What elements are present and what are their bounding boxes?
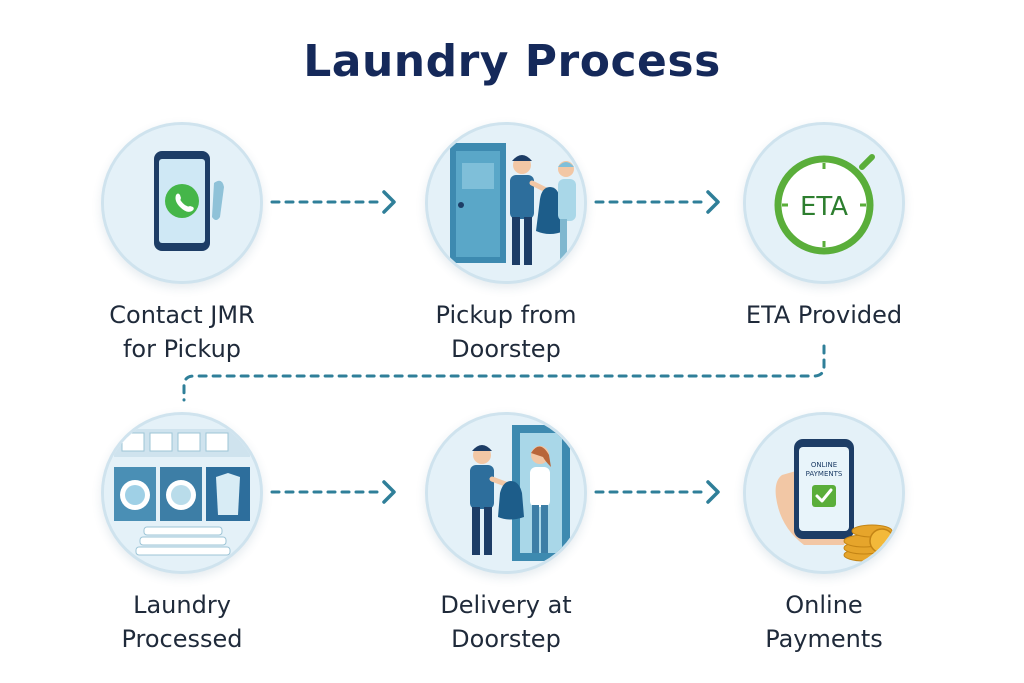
step-label: Laundry Processed xyxy=(121,591,243,653)
eta-clock-icon: ETA xyxy=(743,122,905,284)
payment-screen-line-2: PAYMENTS xyxy=(806,470,843,478)
step-pickup: Pickup from Doorstep xyxy=(386,122,626,366)
eta-badge-text: ETA xyxy=(800,192,848,222)
step-delivery: Delivery at Doorstep xyxy=(386,412,626,656)
phone-payment-icon: ONLINE PAYMENTS xyxy=(743,412,905,574)
pickup-courier-icon xyxy=(425,122,587,284)
step-payments: ONLINE PAYMENTS Online Payments xyxy=(704,412,944,656)
step-eta: ETA ETA Provided xyxy=(704,122,944,332)
payment-screen-line-1: ONLINE xyxy=(811,461,837,469)
delivery-courier-icon xyxy=(425,412,587,574)
step-contact: Contact JMR for Pickup xyxy=(62,122,302,366)
whatsapp-phone-icon xyxy=(101,122,263,284)
washing-machines-icon xyxy=(101,412,263,574)
step-label: Delivery at Doorstep xyxy=(440,591,572,653)
step-label: Online Payments xyxy=(765,591,883,653)
step-label: Pickup from Doorstep xyxy=(435,301,577,363)
page-title: Laundry Process xyxy=(303,36,721,87)
step-processed: Laundry Processed xyxy=(62,412,302,656)
step-label: ETA Provided xyxy=(745,301,903,329)
step-label: Contact JMR for Pickup xyxy=(109,301,255,363)
